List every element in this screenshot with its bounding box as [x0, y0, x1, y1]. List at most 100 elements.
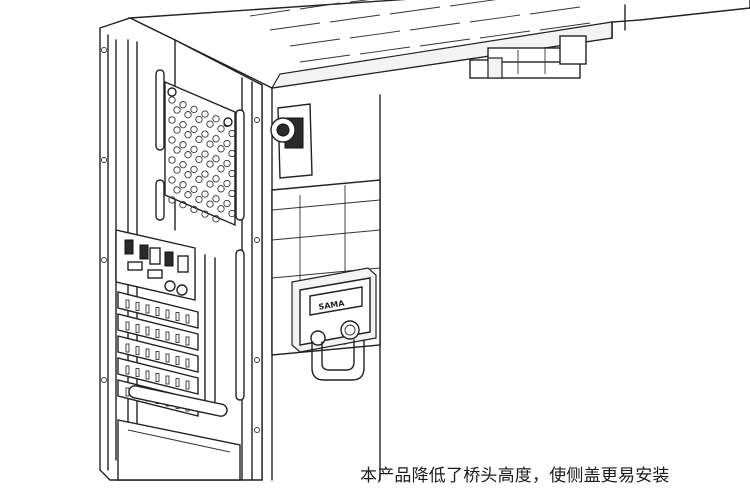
- slot-vent-hole: [145, 348, 150, 358]
- mesh-hole: [179, 161, 187, 169]
- slot-vent-hole: [135, 346, 140, 355]
- slot-vent-hole: [165, 375, 170, 385]
- mesh-hole: [212, 155, 220, 163]
- mesh-hole: [195, 195, 203, 204]
- mesh-hole: [179, 121, 187, 129]
- mesh-hole: [217, 185, 225, 193]
- mesh-hole: [201, 190, 209, 198]
- mesh-hole: [195, 115, 203, 124]
- mesh-hole: [201, 210, 209, 218]
- mesh-hole: [173, 146, 181, 154]
- mesh-hole: [217, 205, 225, 213]
- mesh-hole: [179, 181, 187, 189]
- mesh-hole: [168, 136, 176, 144]
- mesh-hole: [168, 96, 176, 104]
- mesh-hole: [212, 195, 220, 203]
- mesh-hole: [212, 115, 220, 123]
- mesh-hole: [190, 165, 198, 174]
- mesh-hole: [184, 131, 192, 139]
- psu-cutout: [117, 419, 241, 481]
- top-fan-bracket: [469, 35, 587, 79]
- mesh-hole: [217, 165, 225, 173]
- slot-vent-hole: [135, 302, 140, 311]
- mesh-hole: [190, 185, 198, 194]
- slot-vent-hole: [125, 365, 130, 375]
- mesh-hole: [228, 169, 236, 178]
- mesh-hole: [190, 125, 198, 134]
- mesh-hole: [173, 186, 181, 194]
- slot-vent-hole: [185, 314, 190, 324]
- slot-vent-hole: [155, 351, 160, 360]
- mesh-hole: [223, 159, 231, 168]
- slot-vent-hole: [175, 378, 180, 387]
- mesh-hole: [206, 180, 214, 188]
- top-vent-slots: [249, 0, 591, 63]
- slot-vent-hole: [125, 343, 130, 353]
- mesh-hole: [206, 200, 214, 208]
- slot-vent-hole: [175, 312, 180, 321]
- mesh-hole: [201, 150, 209, 158]
- mesh-hole: [184, 191, 192, 199]
- mesh-hole: [173, 106, 181, 114]
- slot-vent-hole: [165, 353, 170, 363]
- mesh-hole: [201, 130, 209, 138]
- mesh-hole: [228, 129, 236, 138]
- mesh-hole: [217, 145, 225, 153]
- slot-vent-hole: [145, 370, 150, 380]
- slot-vent-hole: [175, 356, 180, 365]
- slot-vent-hole: [135, 368, 140, 377]
- mesh-hole: [190, 145, 198, 154]
- mesh-hole: [223, 179, 231, 188]
- mesh-hole: [190, 105, 198, 114]
- case-top-panel: [127, 0, 750, 89]
- slot-vent-hole: [185, 336, 190, 346]
- mesh-hole: [184, 171, 192, 179]
- water-block: SAMA: [291, 267, 377, 353]
- slot-vent-hole: [155, 329, 160, 338]
- mesh-hole: [168, 116, 176, 124]
- io-shield: [115, 229, 196, 301]
- mesh-hole: [201, 110, 209, 118]
- slot-vent-hole: [165, 309, 170, 319]
- mesh-hole: [179, 101, 187, 109]
- mesh-hole: [217, 125, 225, 133]
- slot-vent-hole: [145, 326, 150, 336]
- mesh-hole: [206, 120, 214, 128]
- mesh-hole: [223, 139, 231, 148]
- mesh-hole: [228, 209, 236, 218]
- water-block-logo: SAMA: [318, 299, 346, 312]
- slot-vent-hole: [175, 334, 180, 343]
- mesh-hole: [184, 151, 192, 159]
- mesh-hole: [179, 201, 187, 209]
- mesh-hole: [195, 155, 203, 164]
- mesh-hole: [168, 156, 176, 164]
- slot-vent-hole: [155, 307, 160, 316]
- slot-vent-hole: [185, 380, 190, 390]
- mesh-hole: [184, 111, 192, 119]
- slot-vent-hole: [165, 331, 170, 341]
- mesh-hole: [228, 149, 236, 158]
- slot-vent-hole: [125, 299, 130, 309]
- slot-vent-hole: [135, 324, 140, 333]
- mesh-hole: [190, 205, 198, 214]
- mesh-hole: [179, 141, 187, 149]
- mesh-hole: [206, 140, 214, 148]
- mesh-hole: [195, 175, 203, 184]
- rear-fan-grill: [164, 80, 236, 227]
- coolant-tube: [311, 339, 365, 381]
- slot-vent-hole: [145, 304, 150, 314]
- mesh-hole: [206, 160, 214, 168]
- mesh-hole: [201, 170, 209, 178]
- slot-vent-hole: [185, 358, 190, 368]
- mesh-hole: [173, 126, 181, 134]
- mesh-hole: [195, 135, 203, 144]
- mesh-hole: [168, 176, 176, 184]
- mesh-hole: [223, 199, 231, 208]
- slot-vent-hole: [155, 373, 160, 382]
- mesh-hole: [228, 189, 236, 198]
- product-caption: 本产品降低了桥头高度，使侧盖更易安装: [360, 466, 670, 486]
- mesh-hole: [173, 166, 181, 174]
- mesh-hole: [212, 175, 220, 183]
- mesh-hole: [212, 135, 220, 143]
